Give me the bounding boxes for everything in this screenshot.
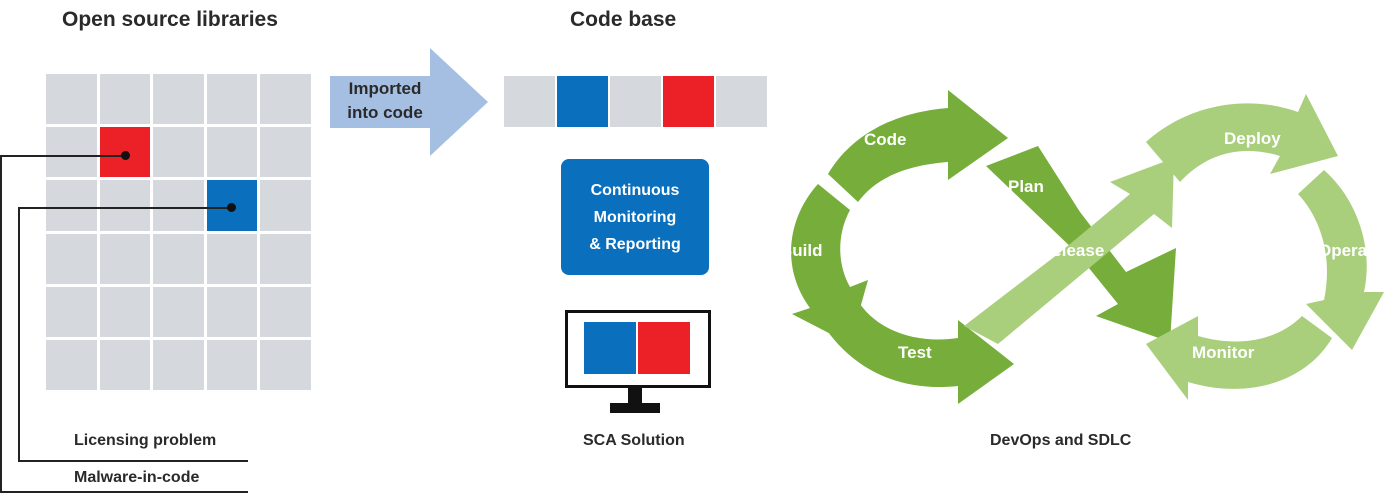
library-cell — [153, 233, 204, 284]
code-segment — [610, 76, 661, 127]
library-cell — [206, 233, 258, 284]
library-cell — [153, 286, 204, 337]
stage-code: Code — [864, 130, 907, 149]
licensing-connector-v — [0, 155, 2, 492]
malware-connector-v — [18, 207, 20, 461]
import-arrow-shape — [330, 48, 488, 156]
stage-operate: Operate — [1318, 241, 1382, 260]
code-segment-malware — [557, 76, 608, 127]
stage-release: Release — [1040, 241, 1104, 260]
library-grid — [46, 74, 311, 390]
library-cell — [46, 339, 97, 390]
monitor-stand-base — [610, 403, 660, 413]
library-cell — [46, 286, 97, 337]
loop-segment-build — [791, 184, 868, 344]
library-cell — [99, 339, 151, 390]
library-cell — [99, 233, 151, 284]
malware-connector-h — [18, 207, 231, 209]
library-cell — [206, 74, 258, 125]
licensing-connector-bottom — [0, 491, 248, 493]
licensing-dot — [121, 151, 130, 160]
loop-segment-deploy — [1146, 94, 1338, 182]
import-arrow-line1: Imported — [348, 79, 422, 98]
malware-in-code-label: Malware-in-code — [74, 469, 200, 486]
malware-dot — [227, 203, 236, 212]
monitor-stand-neck — [628, 388, 642, 404]
library-cell — [260, 286, 311, 337]
monitor-red-panel — [638, 322, 690, 374]
malware-connector-bottom — [18, 460, 248, 462]
code-base-title: Code base — [570, 8, 677, 31]
monitoring-line3: & Reporting — [589, 235, 681, 253]
loop-segment-test — [828, 304, 1014, 404]
stage-test: Test — [898, 343, 932, 362]
loop-segment-operate — [1298, 170, 1384, 350]
library-cell — [99, 286, 151, 337]
code-segment-licensing — [663, 76, 714, 127]
library-cell — [46, 180, 97, 231]
loop-segment-code — [828, 90, 1008, 202]
loop-segment-monitor — [1146, 316, 1332, 400]
monitor-blue-panel — [584, 322, 636, 374]
stage-build: Build — [780, 241, 823, 260]
library-cell — [260, 127, 311, 178]
library-cell — [206, 286, 258, 337]
library-cell — [46, 127, 97, 178]
library-cell — [46, 233, 97, 284]
sca-solution-label: SCA Solution — [583, 432, 685, 449]
library-cell — [260, 74, 311, 125]
continuous-monitoring-box: Continuous Monitoring & Reporting — [561, 159, 709, 275]
library-cell — [206, 127, 258, 178]
loop-segment-release — [964, 158, 1174, 344]
library-cell — [260, 233, 311, 284]
devops-sdlc-label: DevOps and SDLC — [990, 432, 1132, 449]
code-base-strip — [504, 76, 767, 127]
library-cell — [153, 74, 204, 125]
licensing-connector-h — [0, 155, 125, 157]
import-arrow — [330, 48, 488, 156]
code-segment — [504, 76, 555, 127]
stage-monitor: Monitor — [1192, 343, 1255, 362]
library-cell — [153, 127, 204, 178]
monitoring-line1: Continuous — [590, 181, 680, 199]
library-cell — [99, 180, 151, 231]
monitoring-line2: Monitoring — [593, 208, 677, 226]
code-segment — [716, 76, 767, 127]
sca-monitor-icon — [565, 310, 711, 388]
library-cell — [99, 74, 151, 125]
devops-infinity-loop: Code Plan Build Test Release Deploy Oper… — [780, 90, 1384, 404]
library-cell — [153, 339, 204, 390]
open-source-libraries-title: Open source libraries — [62, 8, 278, 31]
library-cell — [260, 339, 311, 390]
library-cell — [206, 339, 258, 390]
licensing-problem-label: Licensing problem — [74, 432, 217, 449]
stage-plan: Plan — [1008, 177, 1044, 196]
library-cell — [153, 180, 204, 231]
stage-deploy: Deploy — [1224, 129, 1281, 148]
import-arrow-line2: into code — [347, 103, 423, 122]
import-arrow-label: Imported into code — [335, 77, 435, 125]
library-cell — [260, 180, 311, 231]
library-cell — [46, 74, 97, 125]
